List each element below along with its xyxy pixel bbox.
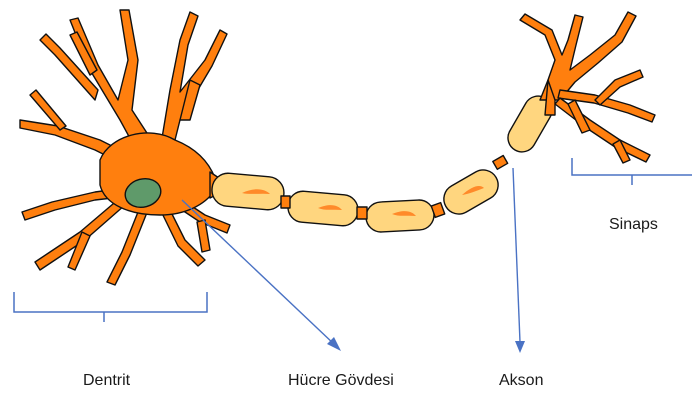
- axon-terminals: [520, 12, 655, 163]
- cell-body-label: Hücre Gövdesi: [288, 372, 394, 390]
- dendrite-label: Dentrit: [83, 372, 130, 390]
- dendrite-brace: [14, 292, 207, 322]
- axon-label: Akson: [499, 372, 543, 390]
- synapse-brace: [572, 158, 692, 185]
- synapse-label: Sinaps: [609, 216, 658, 234]
- cell-body: [100, 133, 215, 215]
- axon-pointer: [513, 168, 525, 353]
